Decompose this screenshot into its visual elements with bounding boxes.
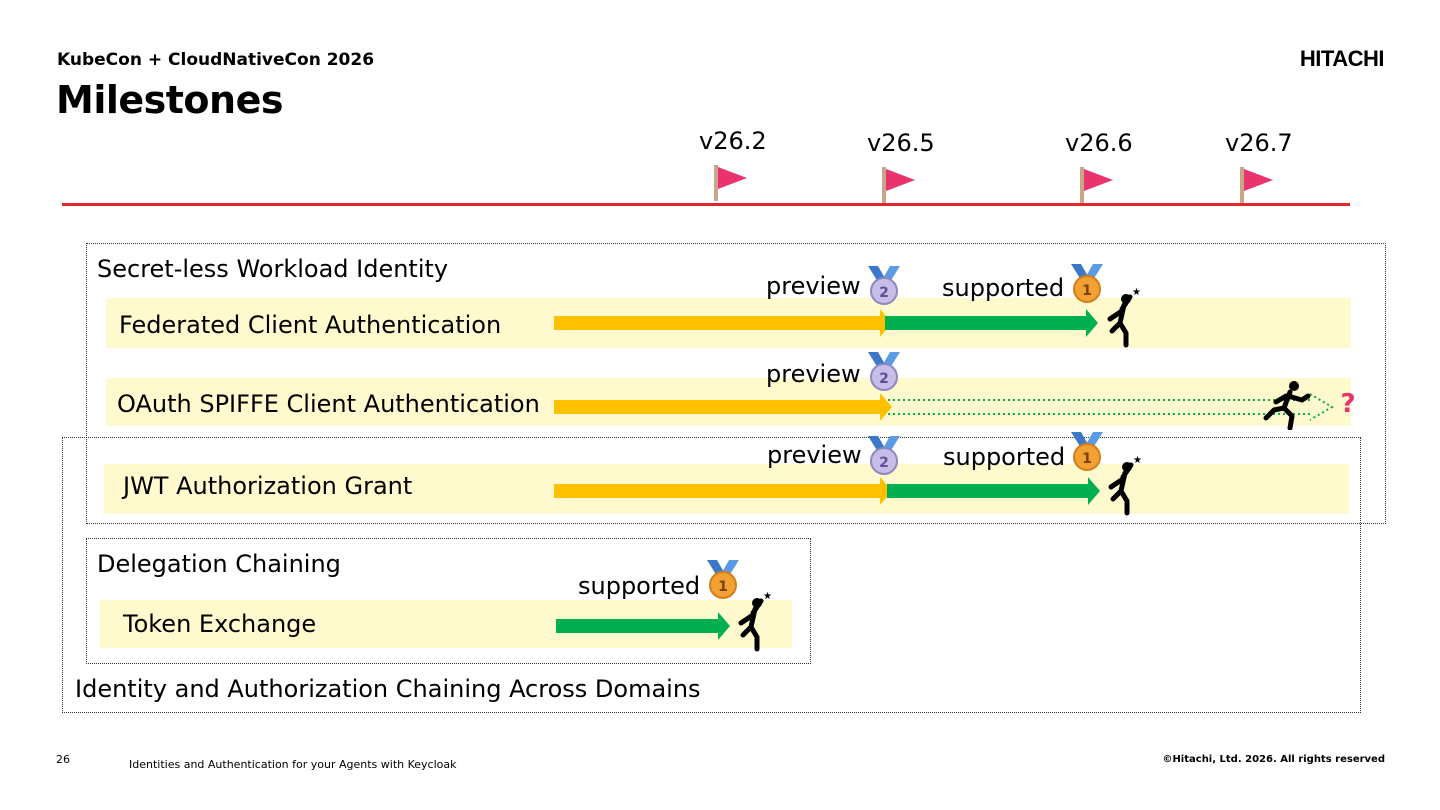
cheering-person-icon bbox=[1110, 287, 1141, 345]
group-label-cross-domain: Identity and Authorization Chaining Acro… bbox=[75, 675, 701, 703]
medal-second-icon: 2 bbox=[868, 266, 900, 305]
supported-arrow bbox=[556, 612, 730, 640]
svg-text:2: 2 bbox=[879, 371, 889, 387]
preview-arrow bbox=[554, 477, 892, 505]
hitachi-logo: HITACHI bbox=[1299, 46, 1385, 71]
page-number: 26 bbox=[56, 753, 70, 766]
preview-arrow bbox=[554, 309, 892, 337]
group-cross-domain-box bbox=[62, 437, 1361, 713]
stage-label-supported: supported bbox=[578, 572, 701, 600]
running-person-icon bbox=[1266, 381, 1308, 428]
medal-second-icon: 2 bbox=[868, 352, 900, 391]
cheering-person-icon bbox=[741, 591, 772, 649]
svg-text:1: 1 bbox=[718, 579, 728, 595]
medal-first-icon: 1 bbox=[1071, 264, 1103, 303]
row-label-spiffe: OAuth SPIFFE Client Authentication bbox=[117, 390, 540, 418]
group-secretless-box bbox=[86, 243, 1386, 524]
row-label-token-exchange: Token Exchange bbox=[123, 610, 317, 638]
timeline-line bbox=[62, 203, 1350, 206]
cheering-person-icon bbox=[1111, 455, 1142, 513]
page-title: Milestones bbox=[56, 78, 283, 122]
event-name: KubeCon + CloudNativeCon 2026 bbox=[57, 50, 375, 70]
version-label-v26-7: v26.7 bbox=[1225, 129, 1293, 157]
medal-first-icon: 1 bbox=[1071, 432, 1103, 471]
version-label-v26-6: v26.6 bbox=[1065, 129, 1133, 157]
supported-arrow bbox=[887, 477, 1100, 505]
stage-label-preview: preview bbox=[767, 441, 862, 469]
row-label-jwt: JWT Authorization Grant bbox=[123, 472, 413, 500]
future-dotted-arrowhead bbox=[1309, 393, 1334, 421]
preview-arrow bbox=[554, 393, 892, 421]
svg-text:2: 2 bbox=[879, 455, 889, 471]
supported-arrow bbox=[885, 309, 1098, 337]
talk-title: Identities and Authentication for your A… bbox=[129, 758, 457, 771]
medal-first-icon: 1 bbox=[707, 560, 739, 599]
svg-text:1: 1 bbox=[1082, 451, 1092, 467]
stage-label-supported: supported bbox=[943, 443, 1066, 471]
medal-second-icon: 2 bbox=[868, 436, 900, 475]
version-label-v26-5: v26.5 bbox=[867, 129, 935, 157]
group-label-secretless: Secret-less Workload Identity bbox=[97, 255, 449, 283]
row-label-federated: Federated Client Authentication bbox=[119, 311, 502, 339]
svg-text:2: 2 bbox=[879, 285, 889, 301]
svg-text:1: 1 bbox=[1082, 283, 1092, 299]
stage-label-preview: preview bbox=[766, 272, 861, 300]
version-label-v26-2: v26.2 bbox=[699, 127, 767, 155]
group-delegation-box bbox=[86, 538, 811, 664]
stage-label-preview: preview bbox=[766, 360, 861, 388]
stage-label-supported: supported bbox=[942, 274, 1065, 302]
copyright: ©Hitachi, Ltd. 2026. All rights reserved bbox=[1162, 754, 1385, 765]
question-mark-icon: ? bbox=[1340, 389, 1355, 419]
group-label-delegation: Delegation Chaining bbox=[97, 550, 341, 578]
